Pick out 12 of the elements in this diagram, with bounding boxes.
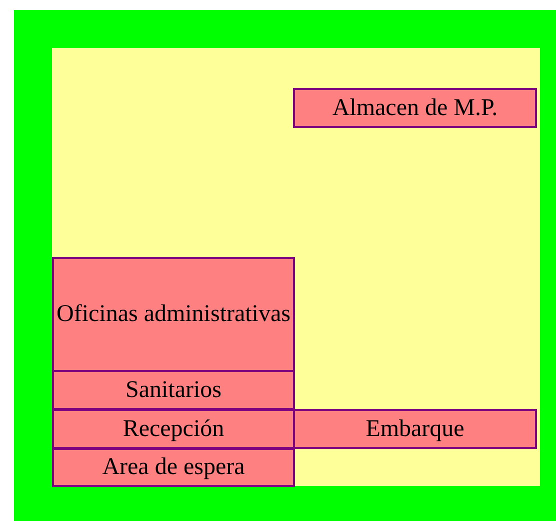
area-label: Sanitarios <box>126 376 222 405</box>
area-label: Recepción <box>122 414 224 444</box>
area-box <box>52 370 295 410</box>
area-box <box>52 448 295 487</box>
area-label: Almacen de M.P. <box>332 94 498 123</box>
area-box <box>52 409 295 449</box>
area-box <box>293 409 537 449</box>
area-label: Area de espera <box>102 453 245 482</box>
area-box <box>52 257 295 372</box>
area-box <box>293 88 537 128</box>
area-label: Embarque <box>366 414 464 444</box>
area-label: Oficinas administrativas <box>56 300 290 330</box>
